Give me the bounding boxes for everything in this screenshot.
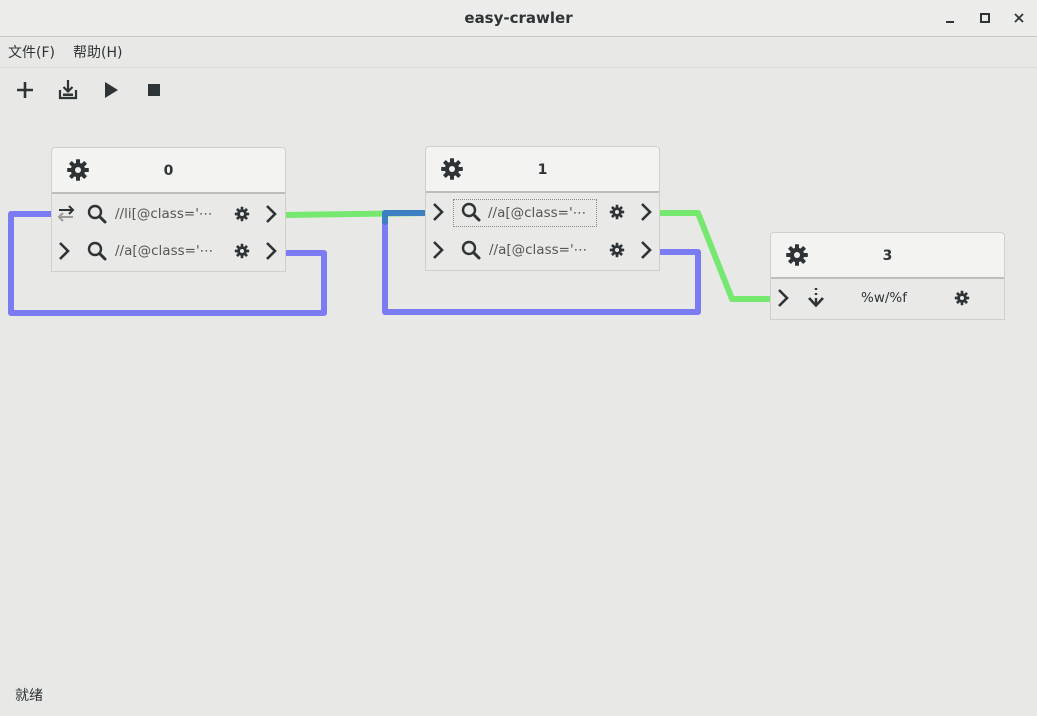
gear-icon[interactable]	[66, 158, 90, 182]
node-row: //a[@class='⋯	[426, 193, 659, 231]
search-icon[interactable]	[460, 201, 482, 223]
window-title: easy-crawler	[464, 9, 573, 27]
gear-icon[interactable]	[440, 157, 464, 181]
gear-icon[interactable]	[609, 204, 625, 220]
output-port-chevron-icon[interactable]	[638, 201, 654, 223]
node-1[interactable]: 1 //a[@class='⋯	[425, 146, 660, 271]
node-body: //a[@class='⋯	[426, 193, 659, 270]
gear-icon[interactable]	[954, 290, 970, 306]
run-icon[interactable]	[98, 77, 124, 103]
stop-icon[interactable]	[141, 77, 167, 103]
input-port-chevron-icon[interactable]	[430, 239, 446, 261]
node-0[interactable]: 0 //li[@class='⋯	[51, 147, 286, 272]
close-icon[interactable]	[1010, 9, 1028, 27]
gear-icon[interactable]	[785, 243, 809, 267]
wire-n0r1-loop-to-n0r0	[8, 211, 327, 316]
output-port-chevron-icon[interactable]	[263, 240, 279, 262]
node-row: //li[@class='⋯	[52, 194, 285, 232]
menu-bar: 文件(F) 帮助(H)	[0, 37, 1037, 68]
output-port-chevron-icon[interactable]	[638, 239, 654, 261]
xpath-text[interactable]: //a[@class='⋯	[453, 199, 597, 227]
output-port-chevron-icon[interactable]	[263, 203, 279, 225]
menu-file[interactable]: 文件(F)	[8, 45, 55, 61]
node-title: 1	[537, 162, 548, 178]
input-port-chevron-icon[interactable]	[56, 240, 72, 262]
menu-help[interactable]: 帮助(H)	[73, 45, 123, 61]
node-3[interactable]: 3 %w/%f	[770, 232, 1005, 320]
node-header[interactable]: 3	[771, 233, 1004, 279]
toolbar	[0, 68, 1037, 110]
node-body: %w/%f	[771, 279, 1004, 319]
status-text: 就绪	[15, 688, 43, 704]
xpath-text: //a[@class='⋯	[115, 243, 214, 259]
minimize-icon[interactable]	[941, 9, 959, 27]
xpath-text: //a[@class='⋯	[489, 242, 588, 258]
input-port-chevron-icon[interactable]	[775, 287, 791, 309]
wire-n1r0-to-n3r0	[655, 210, 778, 302]
status-bar: 就绪	[0, 676, 1037, 716]
node-header[interactable]: 0	[52, 148, 285, 194]
node-row: //a[@class='⋯	[52, 232, 285, 270]
maximize-icon[interactable]	[976, 9, 994, 27]
gear-icon[interactable]	[234, 243, 250, 259]
search-icon[interactable]	[86, 203, 108, 225]
node-title: 0	[163, 163, 174, 179]
node-row: //a[@class='⋯	[426, 231, 659, 269]
wire-highlight-segment	[382, 210, 431, 225]
add-icon[interactable]	[12, 77, 38, 103]
xpath-text: //li[@class='⋯	[115, 206, 213, 222]
gear-icon[interactable]	[234, 206, 250, 222]
gear-icon[interactable]	[609, 242, 625, 258]
input-port-chevron-icon[interactable]	[430, 201, 446, 223]
search-icon[interactable]	[460, 239, 482, 261]
path-pattern-text: %w/%f	[861, 290, 907, 306]
node-header[interactable]: 1	[426, 147, 659, 193]
download-icon[interactable]	[805, 286, 827, 310]
loop-arrows-icon[interactable]	[55, 202, 77, 224]
node-row: %w/%f	[771, 279, 1004, 317]
search-icon[interactable]	[86, 240, 108, 262]
title-bar[interactable]: easy-crawler	[0, 0, 1037, 37]
save-download-icon[interactable]	[55, 77, 81, 103]
node-body: //li[@class='⋯	[52, 194, 285, 271]
node-title: 3	[882, 248, 893, 264]
